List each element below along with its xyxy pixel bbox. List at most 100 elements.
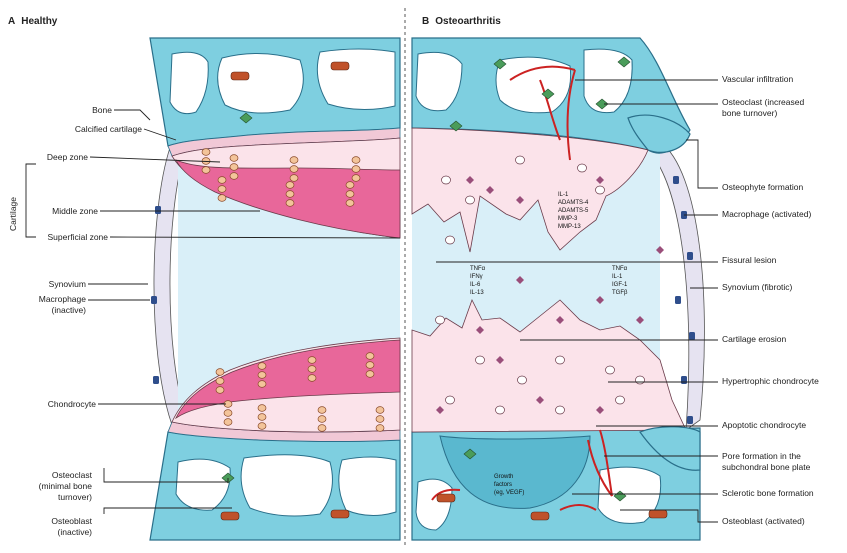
label-fissural-lesion: Fissural lesion [722,255,777,265]
chondrocyte [286,200,294,207]
mediator-3-0: TNFα [612,266,628,272]
chondrocyte-right [516,156,525,164]
label-osteophyte-formation: Osteophyte formation [722,182,804,192]
chondrocyte-right [446,396,455,404]
mediator-1-3: MMP-3 [558,216,578,222]
macrophage [155,206,161,214]
chondrocyte [258,423,266,430]
chondrocyte [258,414,266,421]
chondrocyte [216,378,224,385]
label-synovium: Synovium [49,279,86,289]
chondrocyte [290,157,298,164]
macrophage-right [689,332,695,340]
osteoblast [331,62,349,70]
chondrocyte-right [556,356,565,364]
label-osteoclast-2: (minimal bone [39,481,93,491]
chondrocyte-right [518,376,527,384]
chondrocyte-right [442,176,451,184]
chondrocyte-right [436,316,445,324]
mediator-3-3: TGFβ [612,290,628,296]
chondrocyte-right [636,376,645,384]
macrophage-right [687,416,693,424]
mediator-1-4: MMP-13 [558,224,581,230]
mediator-1-1: ADAMTS-4 [558,200,589,206]
chondrocyte [290,166,298,173]
macrophage-right [681,376,687,384]
chondrocyte [308,357,316,364]
label-deep-zone: Deep zone [47,152,88,162]
osteoblast [231,72,249,80]
growth-factor-1: factors [494,482,512,488]
label-calcified-cartilage: Calcified cartilage [75,124,142,134]
panel-b-title: Osteoarthritis [435,16,501,27]
chondrocyte [216,387,224,394]
chondrocyte [376,425,384,432]
label-macrophage-activated: Macrophage (activated) [722,209,811,219]
chondrocyte [230,155,238,162]
left-bottom-marrow [176,455,396,516]
label-superficial-zone: Superficial zone [48,232,109,242]
macrophage [151,296,157,304]
chondrocyte-right [606,366,615,374]
label-pore-formation-1: Pore formation in the [722,451,801,461]
panel-b-letter: B [422,16,429,27]
chondrocyte [216,369,224,376]
label-bone: Bone [92,105,112,115]
chondrocyte [366,371,374,378]
label-osteoclast-increased-1: Osteoclast (increased [722,97,804,107]
label-hypertrophic-chondrocyte: Hypertrophic chondrocyte [722,376,819,386]
label-vascular-infiltration: Vascular infiltration [722,74,793,84]
label-osteoclast-increased-2: bone turnover) [722,108,777,118]
chondrocyte [352,166,360,173]
panel-a-letter: A [8,16,15,27]
label-chondrocyte: Chondrocyte [48,399,96,409]
chondrocyte [352,157,360,164]
chondrocyte-right [616,396,625,404]
chondrocyte [202,167,210,174]
label-pore-formation-2: subchondral bone plate [722,462,811,472]
label-macrophage-1: Macrophage [39,294,87,304]
chondrocyte [346,200,354,207]
chondrocyte [346,191,354,198]
growth-factor-2: (eg, VEGF) [494,490,524,496]
mediator-2-0: TNFα [470,266,486,272]
label-cartilage-erosion: Cartilage erosion [722,334,787,344]
chondrocyte [346,182,354,189]
label-osteoclast-1: Osteoclast [52,470,93,480]
mediator-3-2: IGF-1 [612,282,628,288]
chondrocyte-right [446,236,455,244]
chondrocyte [218,195,226,202]
chondrocyte [286,191,294,198]
chondrocyte [218,177,226,184]
chondrocyte-right [466,196,475,204]
chondrocyte [286,182,294,189]
label-apoptotic-chondrocyte: Apoptotic chondrocyte [722,420,806,430]
label-osteoclast-3: turnover) [58,492,92,502]
label-osteoblast-1: Osteoblast [51,516,92,526]
chondrocyte [258,363,266,370]
mediator-2-2: IL-6 [470,282,481,288]
chondrocyte [230,173,238,180]
svg-text:BOsteoarthritis: B Osteoarthritis [422,16,501,27]
chondrocyte-right [578,164,587,172]
chondrocyte [376,416,384,423]
osteoblast-right [437,494,455,502]
label-osteoblast-2: (inactive) [58,527,93,537]
chondrocyte-right [476,356,485,364]
chondrocyte [224,419,232,426]
label-sclerotic-bone: Sclerotic bone formation [722,488,814,498]
label-macrophage-2: (inactive) [52,305,87,315]
macrophage-right [687,252,693,260]
macrophage-right [673,176,679,184]
osteoblast [331,510,349,518]
osteoblast-right [531,512,549,520]
label-osteoblast-activated: Osteoblast (activated) [722,516,805,526]
mediator-2-1: IFNγ [470,274,483,280]
label-synovium-fibrotic: Synovium (fibrotic) [722,282,793,292]
chondrocyte [308,366,316,373]
chondrocyte [202,149,210,156]
chondrocyte-right [596,186,605,194]
chondrocyte [366,353,374,360]
